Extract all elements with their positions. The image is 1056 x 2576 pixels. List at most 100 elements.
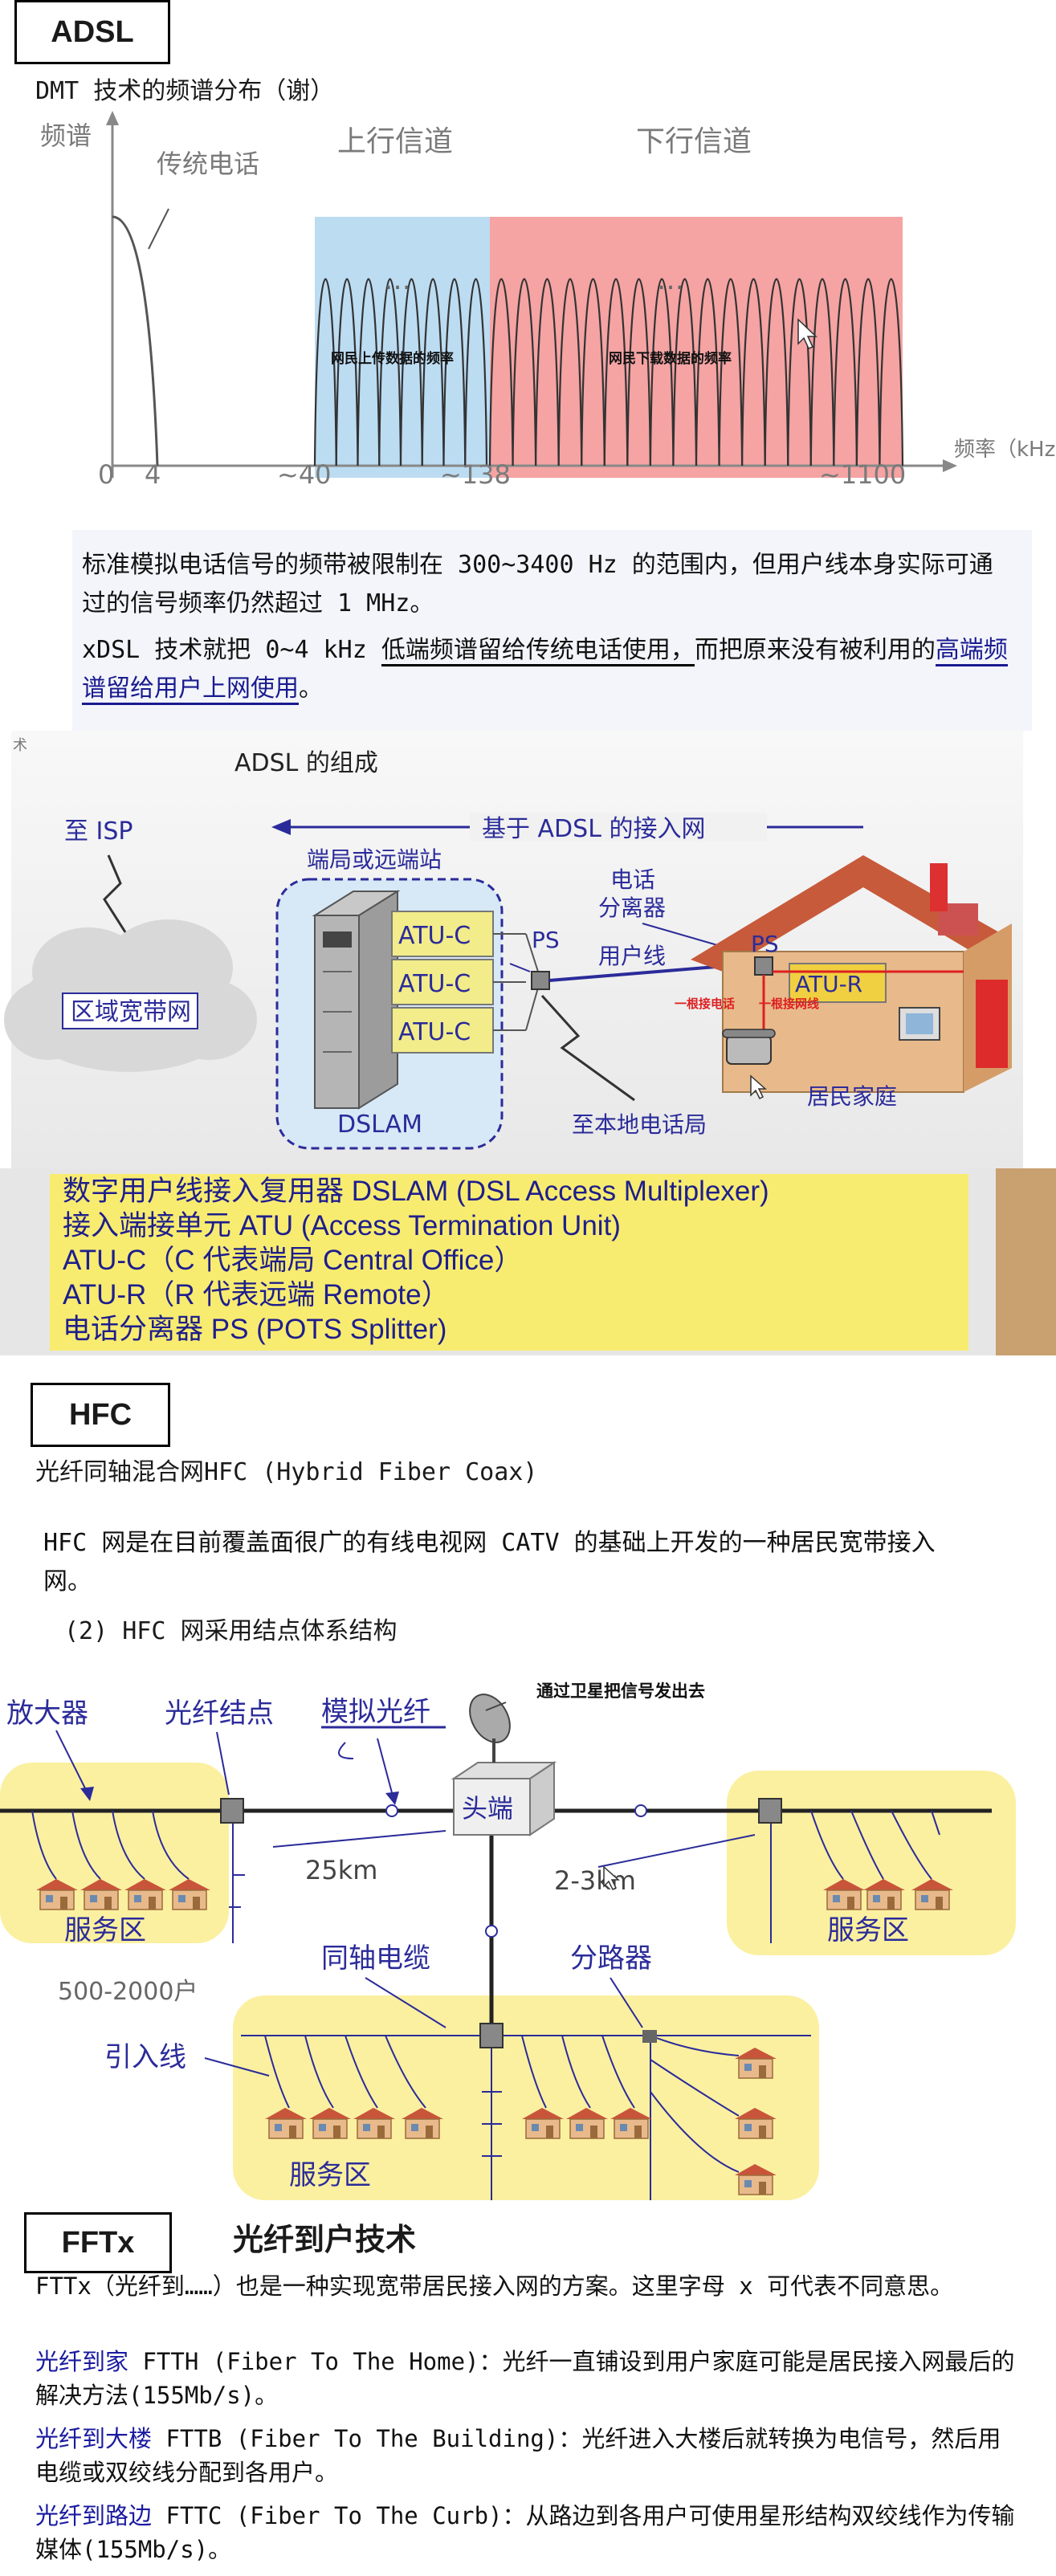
subcarrier-arch (464, 278, 488, 467)
def-dslam: 数字用户线接入复用器 DSLAM (DSL Access Multiplexer… (63, 1176, 769, 1207)
fttb-text: FTTB (Fiber To The Building)：光纤进入大楼后就转换为… (35, 2425, 1001, 2486)
subcarrier-arch (442, 278, 467, 467)
fiber-node-label: 光纤结点 (165, 1698, 274, 1730)
spectrum-tick-label: 4 (145, 459, 161, 490)
access-network-label: 基于 ADSL 的接入网 (482, 815, 705, 843)
spectrum-tick-label: ~1100 (819, 459, 906, 490)
house-icon (265, 2108, 307, 2139)
house-icon (402, 2108, 443, 2139)
subcarrier-arch (603, 278, 629, 467)
house-icon (80, 1879, 122, 1910)
phone-splitter-label-1: 电话 (610, 866, 655, 893)
upstream-note: 网民上传数据的频率 (331, 350, 454, 367)
def-ps: 电话分离器 PS (POTS Splitter) (63, 1314, 447, 1345)
atu-r-box (789, 963, 887, 1003)
house-icon (566, 2108, 608, 2139)
telephone-icon (722, 1029, 776, 1065)
adsl-paragraph-1: 标准模拟电话信号的频带被限制在 300~3400 Hz 的范围内，但用户线本身实… (82, 551, 993, 618)
regional-broadband-cloud: 区域宽带网 (4, 919, 257, 1072)
user-line-label: 用户线 (598, 943, 666, 969)
subcarrier-arch (313, 278, 337, 467)
downstream-label: 下行信道 (636, 125, 752, 158)
house-icon (522, 2108, 564, 2139)
atu-r-label: ATU-R (795, 971, 862, 997)
adsl-section-tag: ADSL (14, 0, 170, 64)
subcarrier-arch (535, 278, 560, 467)
subcarrier-arch (855, 278, 881, 467)
para2-low-spectrum: 低端频谱留给传统电话使用， (381, 636, 695, 666)
svg-text:头端: 头端 (462, 1793, 513, 1824)
para2-c: 而把原来没有被利用的 (694, 636, 936, 664)
ftth-term: 光纤到家 (35, 2348, 129, 2375)
def-atu-r: ATU-R（R 代表远端 Remote） (63, 1279, 450, 1310)
subcarrier-arch (399, 278, 423, 467)
def-atu: 接入端接单元 ATU (Access Termination Unit) (63, 1210, 621, 1241)
spectrum-tick-label: ~138 (440, 459, 511, 490)
house-icon (823, 1879, 865, 1910)
distance-2-3km: 2-3km (554, 1865, 636, 1896)
house-icon (309, 2108, 351, 2139)
house-icon (863, 1879, 905, 1910)
service-area-label-bottom: 服务区 (289, 2159, 371, 2191)
fttx-section-tag: FFTx (24, 2212, 172, 2273)
hfc-paragraph-1: HFC 网是在目前覆盖面很广的有线电视网 CATV 的基础上开发的一种居民宽带接… (43, 1529, 936, 1596)
dslam-label: DSLAM (337, 1111, 422, 1139)
adsl-composition-diagram: 术 ADSL 的组成 基于 ADSL 的接入网 至 ISP 区域宽带网 端局或远… (0, 731, 1056, 1355)
hfc-architecture-diagram: 头端 通过卫星把信号发出去 放大器 光纤结点 模拟光纤 25km 2-3km 服… (0, 1681, 1016, 2200)
house-icon (911, 1879, 953, 1910)
svg-text:ATU-C: ATU-C (398, 970, 471, 998)
house-icon (735, 2108, 777, 2139)
households-label: 500-2000户 (58, 1978, 198, 2006)
upstream-band (315, 217, 490, 478)
splitter-label: 分路器 (570, 1942, 652, 1975)
isp-label: 至 ISP (64, 817, 133, 846)
fttx-item-fttb: 光纤到大楼 FTTB (Fiber To The Building)：光纤进入大… (35, 2422, 1023, 2489)
dslam-rack (312, 890, 401, 1110)
fiber-node-left (220, 1798, 244, 1824)
subcarrier-arch (809, 278, 835, 467)
para2-a: xDSL 技术就把 0~4 kHz (82, 636, 381, 664)
para2-high-spectrum: 高端频谱留给用户上网使用 (82, 636, 1008, 705)
local-office-label: 至本地电话局 (572, 1111, 707, 1138)
pointer-cursor-icon (750, 1074, 767, 1100)
station-label: 端局或远端站 (307, 846, 442, 873)
adsl-definitions-box: 数字用户线接入复用器 DSLAM (DSL Access Multiplexer… (50, 1174, 968, 1351)
hfc-section-tag: HFC (31, 1383, 170, 1447)
downstream-note: 网民下载数据的频率 (609, 350, 732, 367)
ps-left-label: PS (532, 927, 560, 953)
hfc-paragraph-2: (2) HFC 网采用结点体系结构 (64, 1617, 398, 1645)
drop-line-label: 引入线 (104, 2041, 186, 2073)
fttx-item-ftth: 光纤到家 FTTH (Fiber To The Home)：光纤一直铺设到用户家… (35, 2345, 1023, 2412)
analog-fiber-label: 模拟光纤 (321, 1696, 430, 1728)
subcarrier-arch (672, 278, 698, 467)
downstream-ellipsis: … (657, 264, 684, 296)
voice-label: 传统电话 (157, 149, 259, 179)
house-icon (124, 1879, 166, 1910)
satellite-dish-icon (469, 1694, 511, 1763)
headend-box: 头端 (451, 1761, 557, 1836)
para2-e: 。 (299, 675, 323, 703)
corner-char: 术 (13, 737, 27, 754)
composition-title: ADSL 的组成 (234, 749, 378, 777)
subcarrier-arch (695, 278, 720, 467)
distance-25km: 25km (305, 1855, 377, 1885)
house-icon (169, 1879, 210, 1910)
subcarrier-arch (581, 278, 605, 467)
ps-right-box (754, 956, 773, 976)
splitter-box (642, 2030, 657, 2043)
fttx-paragraph-1: FTTx（光纤到……）也是一种实现宽带居民接入网的方案。这里字母 x 可代表不同… (35, 2272, 954, 2300)
subcarrier-arches (313, 278, 904, 467)
service-area-label-right: 服务区 (827, 1914, 909, 1946)
subcarrier-arch (787, 278, 812, 467)
fttb-term: 光纤到大楼 (35, 2425, 153, 2452)
def-atu-c: ATU-C（C 代表端局 Central Office） (63, 1245, 523, 1276)
svg-text:ATU-C: ATU-C (398, 1018, 471, 1046)
home-label: 居民家庭 (807, 1083, 897, 1110)
spectrum-tick-label: ~40 (277, 459, 332, 490)
subcarrier-arch (833, 278, 858, 467)
fiber-node-right (758, 1798, 782, 1824)
fttx-title: 光纤到户技术 (233, 2222, 417, 2257)
subcarrier-arch (557, 278, 583, 467)
adsl-spectrum-subtitle: DMT 技术的频谱分布（谢） (35, 77, 335, 105)
adsl-text-panel (72, 530, 1032, 731)
